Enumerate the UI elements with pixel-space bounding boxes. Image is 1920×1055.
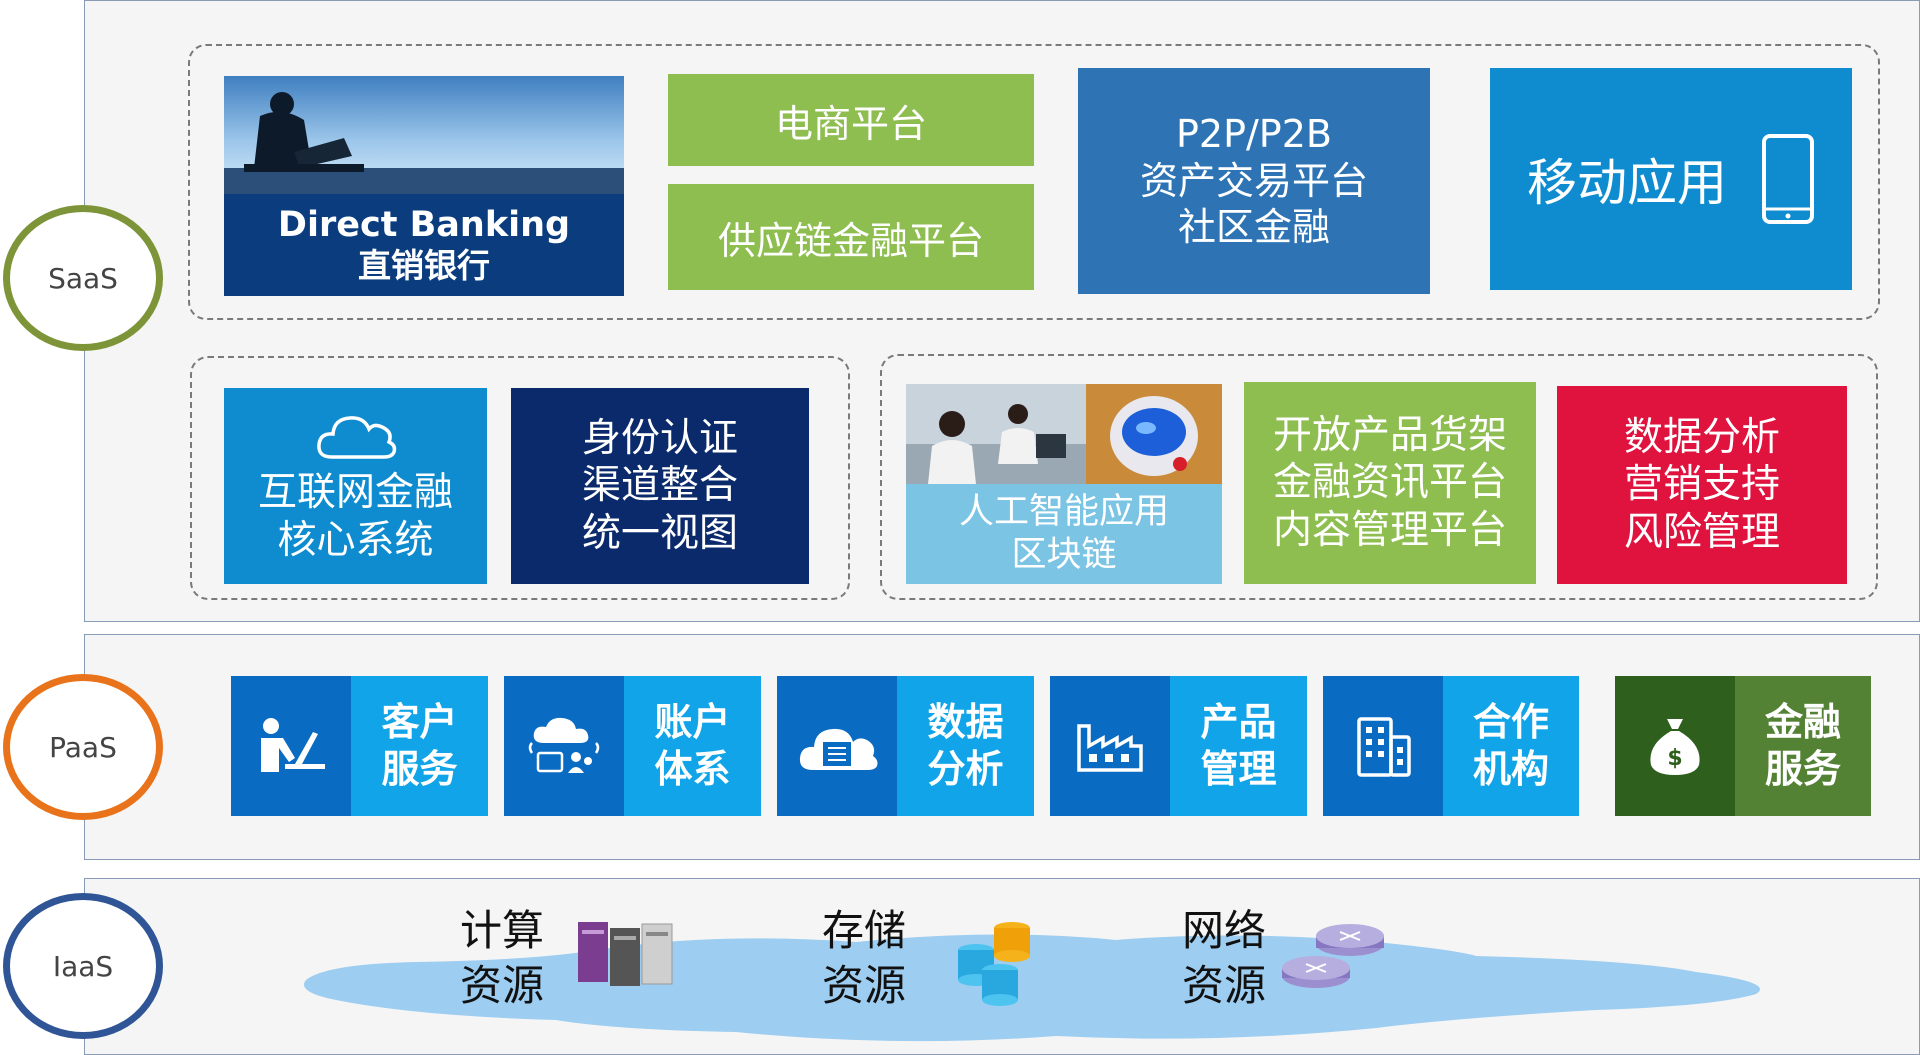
internet-finance-core-tile[interactable]: 互联网金融 核心系统: [224, 388, 487, 584]
p2p-line3: 社区金融: [1177, 205, 1330, 250]
server-icon[interactable]: [574, 918, 684, 988]
mobile-app-tile[interactable]: 移动应用: [1490, 68, 1852, 290]
paas-account-system-tile[interactable]: 账户 体系: [504, 676, 761, 816]
paas-product-line1: 产品: [1200, 699, 1277, 744]
paas-customer-line1: 客户: [381, 699, 458, 744]
paas-product-line2: 管理: [1200, 747, 1277, 791]
supply-chain-finance-tile[interactable]: 供应链金融平台: [668, 184, 1034, 290]
p2p-asset-trading-tile[interactable]: P2P/P2B 资产交易平台 社区金融: [1078, 68, 1430, 294]
ai-photo: [906, 384, 1222, 484]
paas-customer-service-tile[interactable]: 客户 服务: [231, 676, 488, 816]
internet-finance-line1: 互联网金融: [257, 470, 453, 516]
data-analysis-line3: 风险管理: [1623, 509, 1780, 555]
open-products-line3: 内容管理平台: [1272, 507, 1507, 553]
paas-financial-services-tile[interactable]: $ 金融 服务: [1615, 676, 1871, 816]
paas-layer-badge: PaaS: [3, 674, 163, 820]
open-products-line1: 开放产品货架: [1272, 412, 1507, 458]
storage-line2: 资源: [822, 960, 907, 1010]
paas-financial-line1: 金融: [1764, 699, 1841, 744]
storage-line1: 存储: [822, 906, 907, 955]
paas-data-line1: 数据: [927, 699, 1004, 744]
direct-banking-photo: [224, 76, 624, 194]
ai-line2: 区块链: [1011, 535, 1117, 575]
p2p-line1: P2P/P2B: [1176, 112, 1332, 157]
direct-banking-title-cn: 直销银行: [358, 246, 490, 286]
person-laptop-icon: [261, 718, 325, 772]
paas-label: PaaS: [49, 730, 117, 764]
paas-partner-institutions-tile[interactable]: 合作 机构: [1323, 676, 1579, 816]
p2p-line2: 资产交易平台: [1139, 158, 1368, 203]
direct-banking-title-en: Direct Banking: [277, 204, 571, 245]
saas-services-group: [880, 354, 1878, 600]
compute-line2: 资源: [460, 960, 545, 1010]
compute-line1: 计算: [460, 906, 545, 955]
factory-icon: [1077, 724, 1143, 772]
office-building-icon: [1357, 717, 1411, 777]
iaas-storage-label: 存储 资源: [822, 904, 906, 1013]
identity-channel-tile[interactable]: 身份认证 渠道整合 统一视图: [511, 388, 809, 584]
cloud-icon: [316, 416, 396, 460]
data-analysis-line1: 数据分析: [1623, 414, 1780, 460]
data-analysis-line2: 营销支持: [1623, 462, 1780, 508]
paas-data-analysis-tile[interactable]: 数据 分析: [777, 676, 1034, 816]
identity-line1: 身份认证: [581, 415, 738, 461]
iaas-network-label: 网络 资源: [1182, 904, 1266, 1013]
identity-line3: 统一视图: [581, 510, 738, 556]
saas-label: SaaS: [48, 261, 118, 295]
ai-line1: 人工智能应用: [958, 492, 1169, 533]
mobile-app-label: 移动应用: [1527, 154, 1727, 212]
internet-finance-line2: 核心系统: [277, 518, 434, 563]
paas-account-line1: 账户: [654, 699, 731, 744]
smartphone-icon: [1762, 134, 1814, 224]
ai-blockchain-tile[interactable]: 人工智能应用 区块链: [906, 384, 1222, 584]
iaas-layer-badge: IaaS: [3, 893, 163, 1039]
paas-data-line2: 分析: [927, 747, 1004, 791]
paas-partner-line2: 机构: [1472, 747, 1549, 791]
paas-product-management-tile[interactable]: 产品 管理: [1050, 676, 1307, 816]
paas-financial-line2: 服务: [1764, 747, 1841, 791]
database-icon[interactable]: [956, 920, 1036, 1006]
cloud-building-icon: [799, 728, 878, 770]
paas-partner-line1: 合作: [1472, 699, 1549, 744]
open-products-tile[interactable]: 开放产品货架 金融资讯平台 内容管理平台: [1244, 382, 1536, 584]
network-line1: 网络: [1182, 906, 1267, 955]
identity-line2: 渠道整合: [581, 463, 738, 509]
iaas-compute-label: 计算 资源: [460, 904, 544, 1013]
network-line2: 资源: [1182, 960, 1267, 1010]
direct-banking-tile[interactable]: Direct Banking 直销银行: [224, 76, 624, 296]
svg-text:$: $: [1667, 746, 1682, 771]
iaas-label: IaaS: [52, 949, 114, 983]
money-bag-icon: $: [1650, 719, 1700, 775]
cloud-users-icon: [528, 717, 600, 773]
saas-layer-badge: SaaS: [3, 205, 163, 351]
paas-customer-line2: 服务: [381, 747, 458, 791]
open-products-line2: 金融资讯平台: [1272, 460, 1507, 506]
saas-core-group: [190, 356, 850, 600]
saas-top-group: [188, 44, 1880, 320]
data-analysis-tile[interactable]: 数据分析 营销支持 风险管理: [1557, 386, 1847, 584]
paas-account-line2: 体系: [654, 747, 731, 791]
router-icon[interactable]: [1280, 924, 1390, 994]
ecommerce-platform-label: 电商平台: [774, 101, 927, 146]
supply-chain-finance-label: 供应链金融平台: [717, 218, 984, 263]
ecommerce-platform-tile[interactable]: 电商平台: [668, 74, 1034, 166]
